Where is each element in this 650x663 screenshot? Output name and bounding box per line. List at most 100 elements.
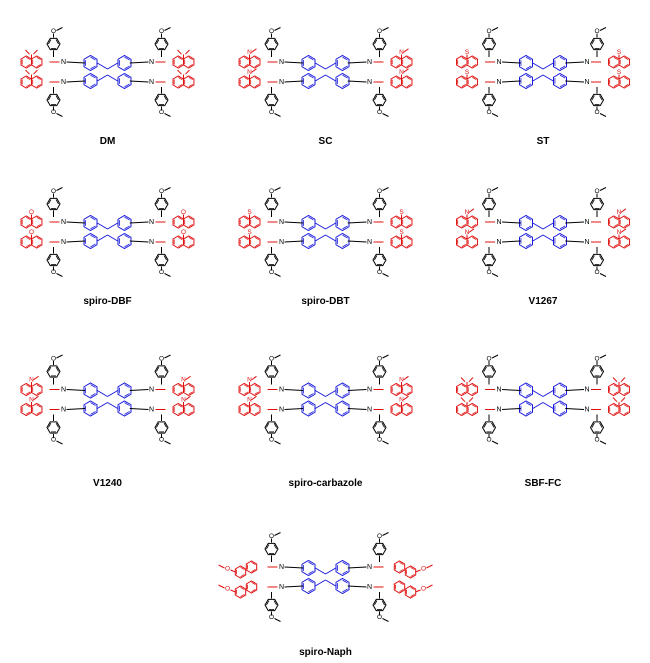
double-bond bbox=[461, 56, 467, 61]
arm-1-ring-a bbox=[390, 55, 402, 69]
oxygen-atom: O bbox=[159, 437, 164, 444]
double-bond bbox=[273, 366, 277, 372]
bond bbox=[491, 354, 499, 359]
double-bond bbox=[410, 573, 415, 578]
double-bond bbox=[163, 39, 167, 45]
double-bond bbox=[26, 411, 31, 415]
arm-0-heteroatom: N bbox=[29, 377, 34, 384]
spirobifluorene-ring bbox=[519, 400, 533, 417]
arm-3-ring-a bbox=[390, 235, 402, 249]
double-bond bbox=[406, 63, 412, 68]
double-bond bbox=[624, 391, 629, 395]
double-bond bbox=[624, 243, 629, 248]
nitrogen-atom: N bbox=[584, 239, 589, 246]
double-bond bbox=[472, 83, 477, 88]
naphthalene-ring-a bbox=[245, 580, 258, 594]
double-bond bbox=[472, 63, 477, 68]
double-bond bbox=[254, 216, 260, 221]
double-bond bbox=[254, 243, 260, 248]
double-bond bbox=[461, 391, 467, 395]
arm-0-ring-b bbox=[249, 55, 261, 69]
arm-3-ring-a bbox=[172, 235, 184, 249]
naphthalene-ring-a bbox=[393, 580, 406, 594]
double-bond bbox=[308, 225, 314, 230]
spirobifluorene-ring bbox=[83, 232, 98, 250]
double-bond bbox=[244, 391, 249, 395]
double-bond bbox=[36, 236, 42, 241]
oxygen-atom: O bbox=[377, 269, 382, 276]
n-core-bond bbox=[347, 566, 367, 569]
spiro-bond bbox=[325, 567, 337, 575]
double-bond bbox=[342, 243, 348, 248]
nitrogen-atom: N bbox=[496, 79, 501, 86]
double-bond bbox=[178, 63, 183, 68]
molecule-label-v1240: V1240 bbox=[93, 478, 122, 489]
oxygen-atom: O bbox=[377, 28, 382, 35]
double-bond bbox=[613, 404, 619, 408]
bond bbox=[460, 397, 466, 403]
naphthalene-ring-b bbox=[404, 565, 417, 579]
oxygen-atom: O bbox=[421, 586, 426, 593]
double-bond bbox=[396, 76, 401, 81]
double-bond bbox=[399, 568, 404, 573]
arm-2-ring-b bbox=[249, 75, 261, 89]
double-bond bbox=[26, 243, 31, 248]
spirobifluorene-ring bbox=[553, 400, 567, 417]
bond bbox=[33, 375, 39, 381]
double-bond bbox=[124, 402, 130, 406]
oxygen-atom: O bbox=[51, 269, 56, 276]
arm-3-ring-b bbox=[183, 235, 195, 249]
oxygen-atom: O bbox=[269, 356, 274, 363]
arm-0-ring-a bbox=[456, 215, 468, 229]
double-bond bbox=[396, 391, 401, 395]
double-bond bbox=[399, 588, 404, 593]
double-bond bbox=[406, 76, 412, 81]
bond bbox=[382, 532, 389, 536]
double-bond bbox=[613, 384, 619, 388]
molecule-label-sc: SC bbox=[318, 136, 333, 147]
double-bond bbox=[48, 366, 52, 372]
double-bond bbox=[461, 404, 467, 408]
methoxyphenyl-ring bbox=[481, 93, 497, 107]
spiro-bond bbox=[107, 402, 119, 409]
n-core-bond bbox=[66, 240, 86, 243]
spirobifluorene-ring bbox=[335, 400, 350, 417]
spirobifluorene-ring bbox=[301, 214, 316, 232]
bond bbox=[491, 440, 499, 445]
naphthalene-ring-b bbox=[234, 585, 247, 599]
bond bbox=[33, 395, 39, 401]
double-bond bbox=[613, 216, 619, 221]
double-bond bbox=[254, 411, 260, 415]
spirobifluorene-ring bbox=[117, 232, 132, 250]
molecule-label-v1267: V1267 bbox=[528, 296, 558, 307]
double-bond bbox=[266, 39, 270, 45]
spiro-bond bbox=[314, 390, 326, 397]
n-core-bond bbox=[565, 221, 585, 224]
double-bond bbox=[55, 95, 59, 101]
double-bond bbox=[406, 391, 412, 395]
double-bond bbox=[374, 199, 378, 205]
double-bond bbox=[124, 234, 130, 239]
oxygen-atom: O bbox=[51, 109, 56, 116]
double-bond bbox=[525, 225, 532, 230]
double-bond bbox=[163, 199, 167, 205]
oxygen-atom: O bbox=[486, 188, 491, 195]
double-bond bbox=[525, 83, 532, 88]
spiro-bond bbox=[532, 390, 544, 397]
spiro-bond bbox=[96, 234, 108, 242]
arm-3-ring-b bbox=[401, 75, 413, 89]
double-bond bbox=[254, 223, 260, 228]
double-bond bbox=[342, 56, 348, 61]
double-bond bbox=[396, 236, 401, 241]
oxygen-atom: O bbox=[421, 566, 426, 573]
nitrogen-atom: N bbox=[367, 406, 372, 413]
arm-2-heteroatom: N bbox=[247, 69, 252, 76]
arm-1-ring-b bbox=[183, 215, 195, 229]
spirobifluorene-ring bbox=[117, 72, 132, 90]
spirobifluorene-ring bbox=[553, 214, 567, 232]
double-bond bbox=[36, 411, 42, 415]
oxygen-atom: O bbox=[594, 356, 599, 363]
oxygen-atom: O bbox=[269, 437, 274, 444]
